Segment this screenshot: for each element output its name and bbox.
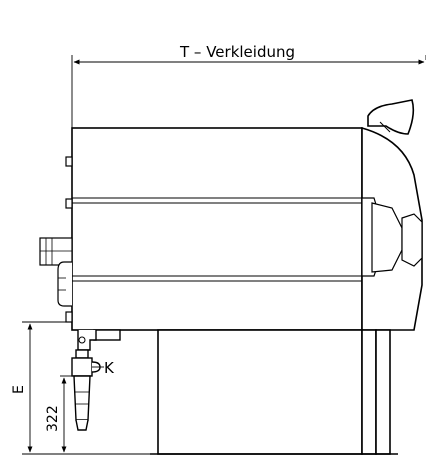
h322-dimension-label: 322 bbox=[45, 405, 61, 432]
housing-panel bbox=[71, 127, 363, 331]
stud-top bbox=[65, 156, 73, 167]
top-handle bbox=[367, 99, 415, 135]
stud-middle bbox=[65, 198, 73, 209]
valve-neck bbox=[75, 349, 89, 359]
side-pipe-connection bbox=[39, 237, 73, 307]
pedestal bbox=[150, 329, 398, 455]
front-nozzle bbox=[401, 213, 423, 267]
width-dimension bbox=[71, 55, 426, 128]
height-dimensions bbox=[22, 321, 158, 455]
stud-bottom bbox=[65, 311, 73, 323]
width-dimension-label: T – Verkleidung bbox=[179, 43, 295, 61]
machine-body bbox=[71, 127, 363, 331]
bracket-plate bbox=[93, 329, 121, 341]
front-head bbox=[361, 126, 423, 331]
pedestal-body bbox=[157, 329, 363, 455]
pipe-stub bbox=[39, 237, 73, 266]
handle-grip bbox=[367, 99, 415, 135]
pedestal-side-1 bbox=[361, 329, 377, 455]
outlet-bracket bbox=[77, 329, 121, 351]
pipe-bend bbox=[57, 261, 72, 307]
e-dimension-label: E bbox=[11, 385, 27, 394]
pedestal-side-2 bbox=[375, 329, 391, 455]
outlet-coupling bbox=[77, 330, 97, 351]
left-studs bbox=[65, 156, 73, 323]
spout-tip bbox=[75, 419, 89, 431]
valve-marker-label: K bbox=[104, 359, 115, 377]
handle-detail bbox=[379, 121, 391, 133]
valve-spout bbox=[73, 375, 91, 421]
coupling-bolt bbox=[78, 336, 86, 344]
drain-valve bbox=[71, 349, 101, 431]
valve-body bbox=[71, 357, 93, 377]
